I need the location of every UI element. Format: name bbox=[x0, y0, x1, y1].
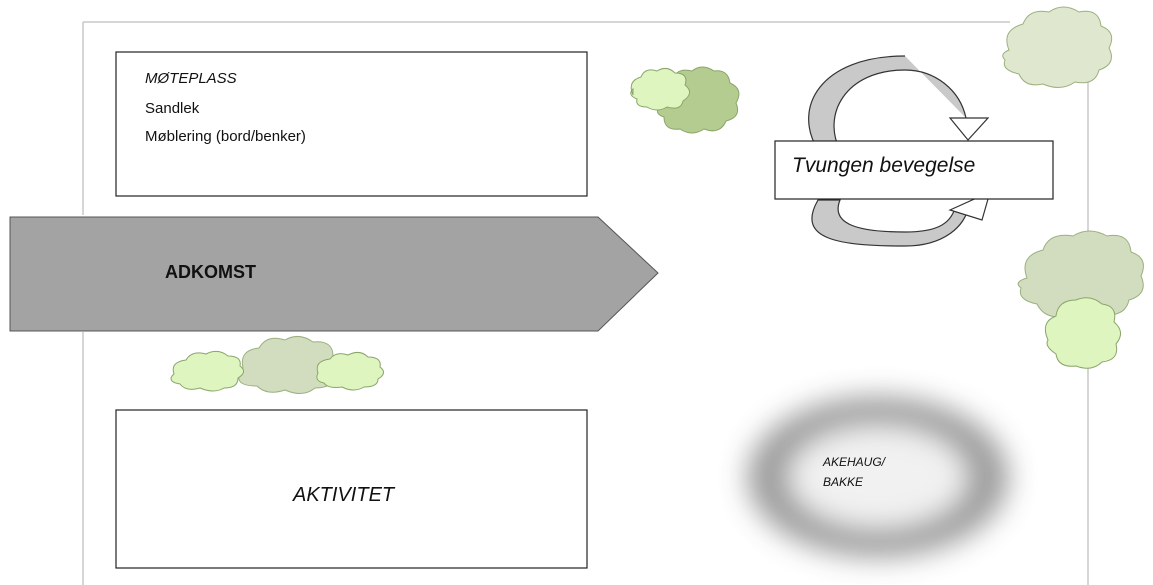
shrub-group-bottom bbox=[170, 336, 384, 394]
circulation-box bbox=[774, 140, 1054, 200]
meeting-area-line-furniture: Møblering (bord/benker) bbox=[145, 128, 306, 145]
access-label: ADKOMST bbox=[165, 262, 256, 282]
meeting-area-box bbox=[115, 51, 588, 197]
sled-hill-label-line1: AKEHAUG/ bbox=[823, 455, 886, 469]
circulation-label: Tvungen bevegelse bbox=[792, 154, 976, 177]
activity-box bbox=[115, 409, 588, 569]
shrub-group-top bbox=[630, 66, 740, 134]
access-arrow bbox=[9, 216, 659, 332]
meeting-area-line-sandplay: Sandlek bbox=[145, 100, 200, 117]
shrub-top-right bbox=[1002, 6, 1113, 88]
meeting-area-heading: MØTEPLASS bbox=[145, 70, 237, 87]
activity-label: AKTIVITET bbox=[293, 484, 395, 506]
circulation-arrows bbox=[808, 55, 991, 247]
shrub-group-right bbox=[1017, 230, 1144, 369]
sled-hill-label-line2: BAKKE bbox=[823, 475, 864, 489]
